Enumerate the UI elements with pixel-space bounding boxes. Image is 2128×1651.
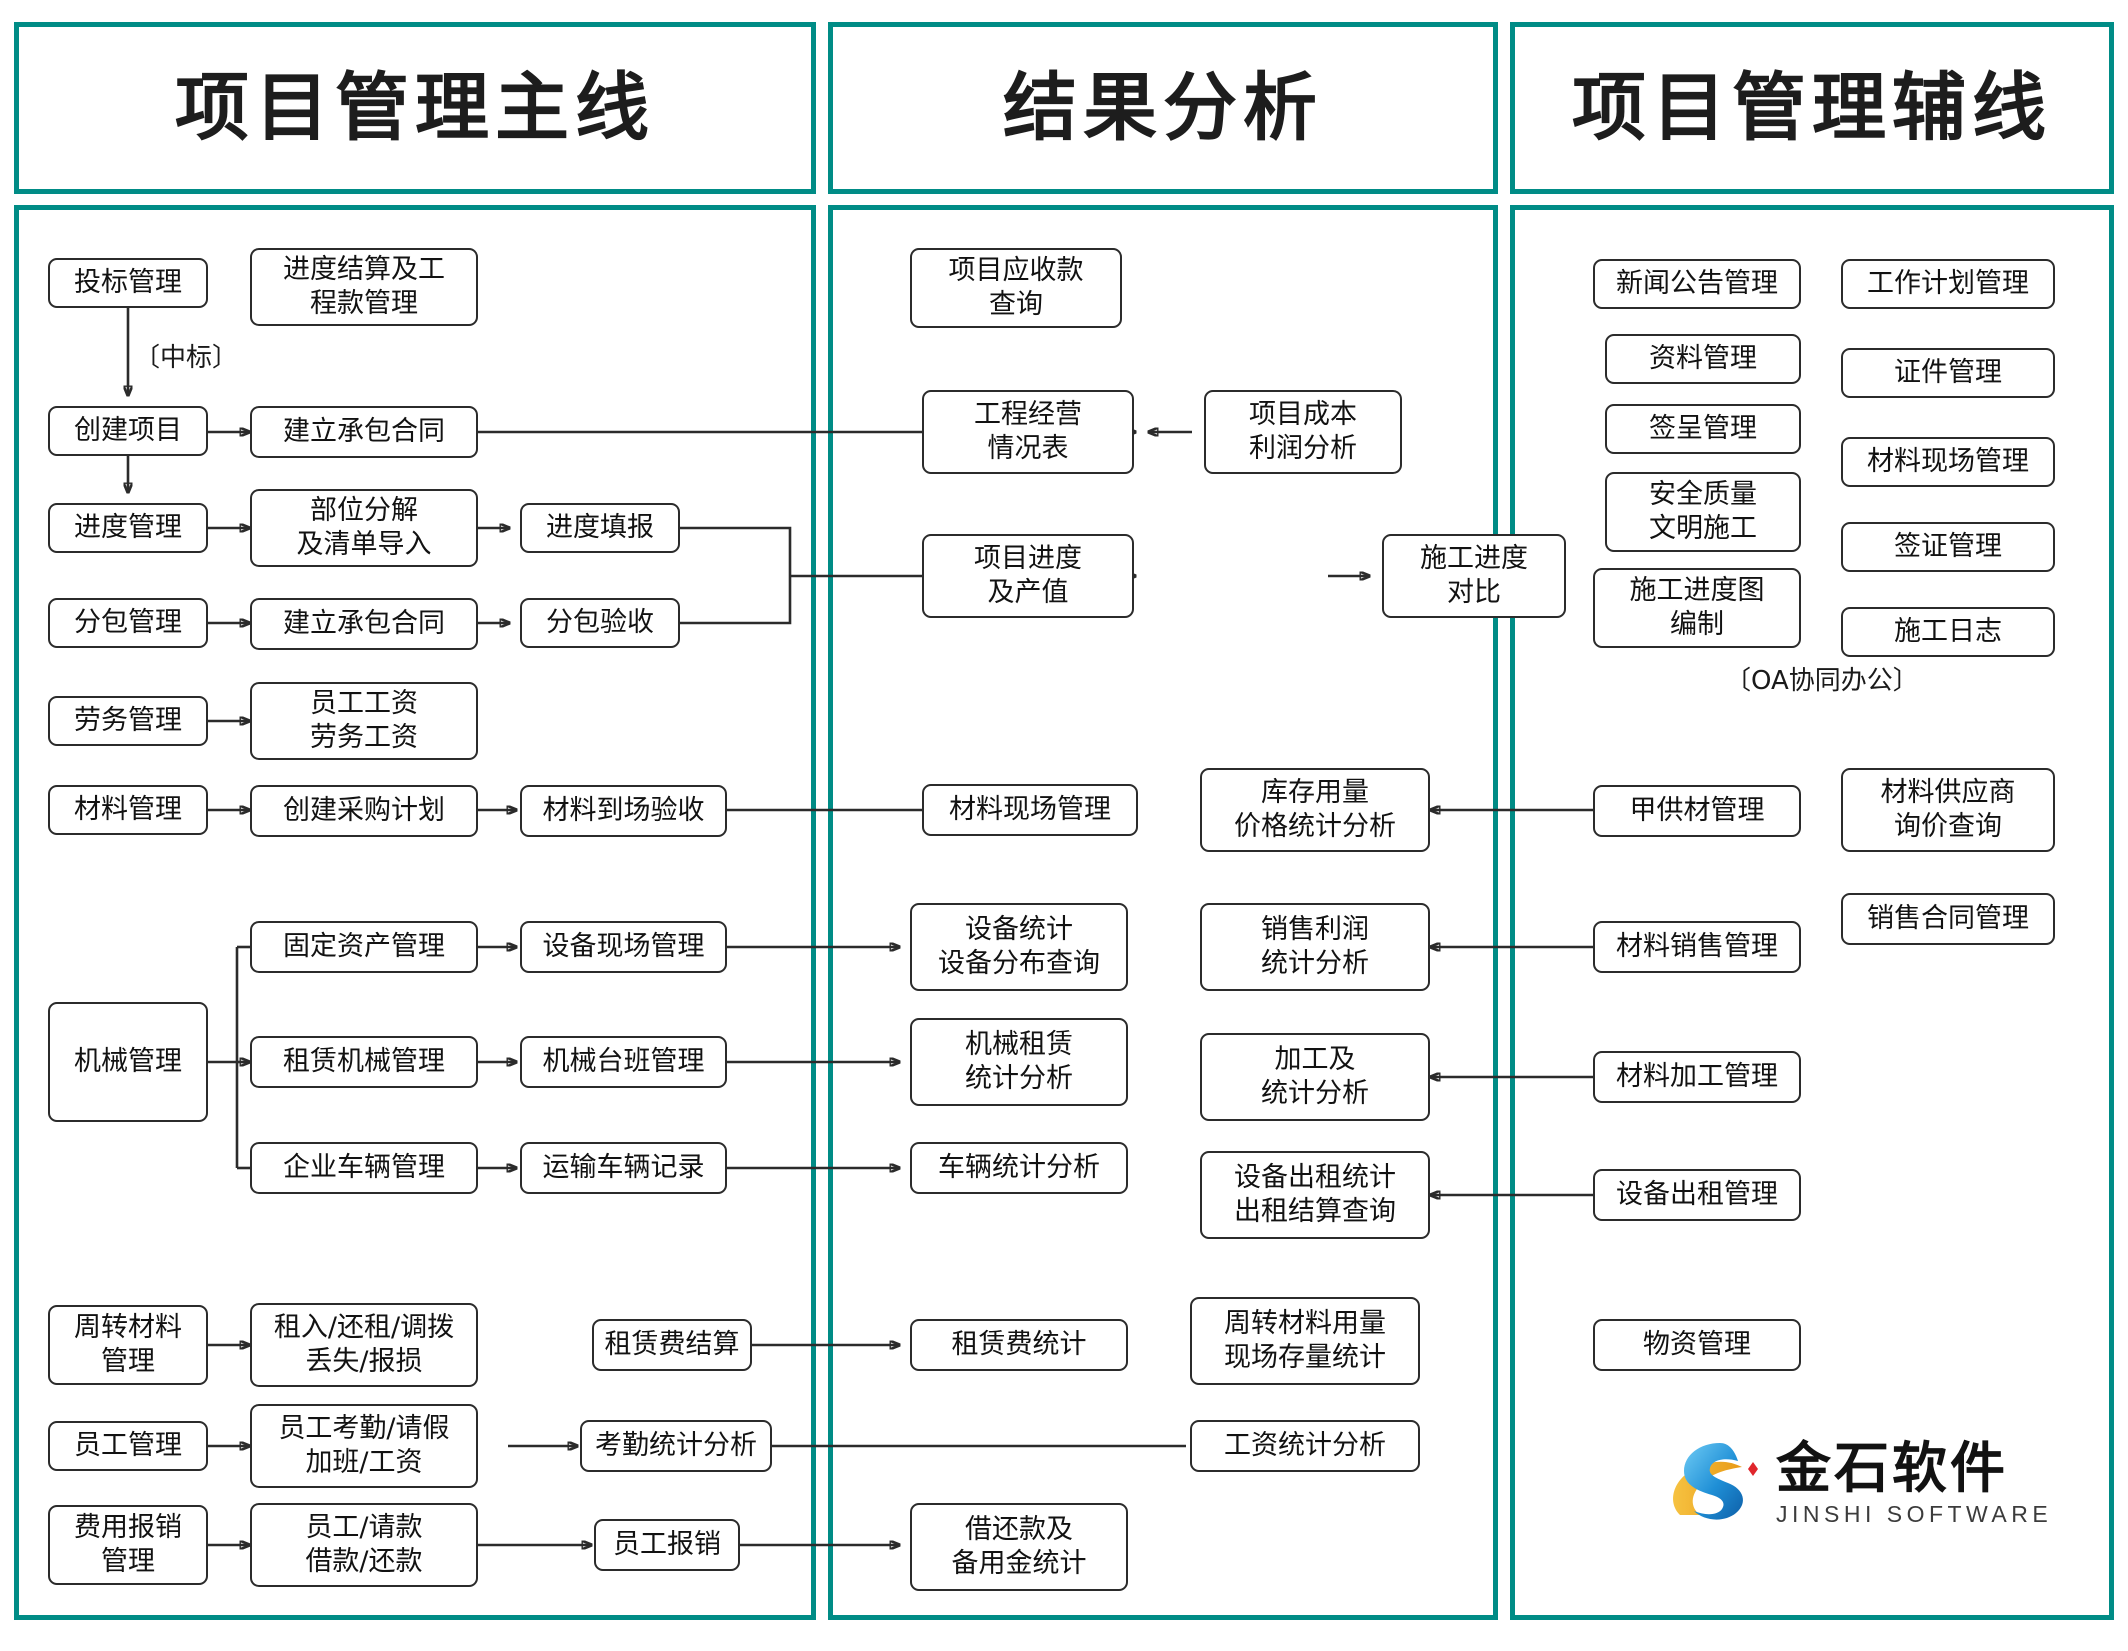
node-gongzi-tongji-fenxi[interactable]: 工资统计分析 [1190, 1420, 1420, 1472]
node-jixie-taiban-guanli[interactable]: 机械台班管理 [520, 1036, 727, 1088]
jinshi-logo-cn: 金石软件 [1776, 1435, 2009, 1500]
node-shebei-chuzu-tongji[interactable]: 设备出租统计 出租结算查询 [1200, 1151, 1430, 1239]
node-jiagongcai-guanli[interactable]: 甲供材管理 [1593, 785, 1801, 837]
node-cailiao-jiagong-guanli[interactable]: 材料加工管理 [1593, 1051, 1801, 1103]
node-wuzi-guanli[interactable]: 物资管理 [1593, 1319, 1801, 1371]
header-main-line: 项目管理主线 [14, 22, 816, 194]
node-laowu-guanli[interactable]: 劳务管理 [48, 696, 208, 746]
node-jindu-tianbao[interactable]: 进度填报 [520, 503, 680, 553]
node-ziliao-guanli[interactable]: 资料管理 [1605, 334, 1801, 384]
header-result-analysis-label: 结果分析 [1003, 65, 1323, 151]
node-jixie-guanli[interactable]: 机械管理 [48, 1002, 208, 1122]
node-zhengjian-guanli[interactable]: 证件管理 [1841, 348, 2055, 398]
node-kucun-yongliang-jiage[interactable]: 库存用量 价格统计分析 [1200, 768, 1430, 852]
node-kaoqin-tongji-fenxi[interactable]: 考勤统计分析 [580, 1420, 772, 1472]
node-xiaoshou-hetong-guanli[interactable]: 销售合同管理 [1841, 893, 2055, 945]
header-aux-line-label: 项目管理辅线 [1572, 65, 2052, 151]
node-yuangong-baoxiao[interactable]: 员工报销 [594, 1519, 740, 1571]
node-feiyong-baoxiao-guanli[interactable]: 费用报销 管理 [48, 1505, 208, 1585]
node-jiehuankuan-beiyongjin[interactable]: 借还款及 备用金统计 [910, 1503, 1128, 1591]
node-jixie-zulin-tongji[interactable]: 机械租赁 统计分析 [910, 1018, 1128, 1106]
node-shigong-jindutu-bianzhi[interactable]: 施工进度图 编制 [1593, 568, 1801, 648]
node-buwei-fenjie[interactable]: 部位分解 及清单导入 [250, 489, 478, 567]
node-gongcheng-jingying-qingkuang[interactable]: 工程经营 情况表 [922, 390, 1134, 474]
node-jindu-jiesuan[interactable]: 进度结算及工 程款管理 [250, 248, 478, 326]
annotation-oa-office: 〔OA协同办公〕 [1725, 666, 1919, 696]
node-yuangong-kaoqin-qingjia[interactable]: 员工考勤/请假 加班/工资 [250, 1404, 478, 1488]
node-fenbao-guanli[interactable]: 分包管理 [48, 598, 208, 648]
jinshi-logo-mark [1660, 1437, 1764, 1529]
node-chuangjian-caigou-jihua[interactable]: 创建采购计划 [250, 785, 478, 837]
node-shigong-jindu-duibi[interactable]: 施工进度 对比 [1382, 534, 1566, 618]
node-zhouzhuan-cailiao-yongliang[interactable]: 周转材料用量 现场存量统计 [1190, 1297, 1420, 1385]
node-gongzuo-jihua-guanli[interactable]: 工作计划管理 [1841, 259, 2055, 309]
node-jianli-chengbao-hetong-1[interactable]: 建立承包合同 [250, 406, 478, 458]
node-zulin-jixie-guanli[interactable]: 租赁机械管理 [250, 1036, 478, 1088]
header-main-line-label: 项目管理主线 [175, 65, 655, 151]
node-cailiao-xiaoshou-guanli[interactable]: 材料销售管理 [1593, 921, 1801, 973]
node-xinwen-gonggao-guanli[interactable]: 新闻公告管理 [1593, 259, 1801, 309]
node-yunshu-cheliang-jilu[interactable]: 运输车辆记录 [520, 1142, 727, 1194]
node-cailiao-gongyingshang-xunjia[interactable]: 材料供应商 询价查询 [1841, 768, 2055, 852]
node-zuru-huanzu-diaobo[interactable]: 租入/还租/调拨 丢失/报损 [250, 1303, 478, 1387]
node-shebei-tongji-fenbu[interactable]: 设备统计 设备分布查询 [910, 903, 1128, 991]
node-shigong-rizhi[interactable]: 施工日志 [1841, 607, 2055, 657]
node-yuangong-qingkuan-jiekuan[interactable]: 员工/请款 借款/还款 [250, 1503, 478, 1587]
node-chuangjian-xiangmu[interactable]: 创建项目 [48, 406, 208, 456]
node-zulinfei-tongji[interactable]: 租赁费统计 [910, 1319, 1128, 1371]
node-zulinfei-jiesuan[interactable]: 租赁费结算 [592, 1319, 752, 1371]
node-xiangmu-yingshoukuan-chaxun[interactable]: 项目应收款 查询 [910, 248, 1122, 328]
node-toubiao-guanli[interactable]: 投标管理 [48, 258, 208, 308]
node-anquan-zhiliang-wenming[interactable]: 安全质量 文明施工 [1605, 472, 1801, 552]
node-cailiao-guanli[interactable]: 材料管理 [48, 785, 208, 835]
node-cheliang-tongji-fenxi[interactable]: 车辆统计分析 [910, 1142, 1128, 1194]
header-result-analysis: 结果分析 [828, 22, 1498, 194]
node-yuangong-gongzi[interactable]: 员工工资 劳务工资 [250, 682, 478, 760]
annotation-win-bid: 〔中标〕 [134, 343, 239, 373]
node-shebei-xianchang-guanli[interactable]: 设备现场管理 [520, 921, 727, 973]
node-qiancheng-guanli[interactable]: 签呈管理 [1605, 404, 1801, 454]
node-xiangmu-jindu-chanzhi[interactable]: 项目进度 及产值 [922, 534, 1134, 618]
jinshi-software-logo: 金石软件 JINSHI SOFTWARE [1660, 1437, 2052, 1529]
node-cailiao-daochang-yanshou[interactable]: 材料到场验收 [520, 785, 727, 837]
node-qianzheng-guanli[interactable]: 签证管理 [1841, 522, 2055, 572]
node-fenbao-yanshou[interactable]: 分包验收 [520, 598, 680, 648]
jinshi-logo-text: 金石软件 JINSHI SOFTWARE [1776, 1435, 2053, 1527]
node-xiaoshou-lirun-tongji[interactable]: 销售利润 统计分析 [1200, 903, 1430, 991]
node-yuangong-guanli[interactable]: 员工管理 [48, 1421, 208, 1471]
node-jiagong-tongji-fenxi[interactable]: 加工及 统计分析 [1200, 1033, 1430, 1121]
node-zhouzhuan-cailiao-guanli[interactable]: 周转材料 管理 [48, 1305, 208, 1385]
node-shebei-chuzu-guanli[interactable]: 设备出租管理 [1593, 1169, 1801, 1221]
node-jindu-guanli[interactable]: 进度管理 [48, 503, 208, 553]
node-analysis-cailiao-xianchang-guanli[interactable]: 材料现场管理 [922, 784, 1138, 836]
jinshi-logo-en: JINSHI SOFTWARE [1776, 1500, 2053, 1527]
node-xiangmu-chengben-lirun[interactable]: 项目成本 利润分析 [1204, 390, 1402, 474]
header-aux-line: 项目管理辅线 [1510, 22, 2114, 194]
node-jianli-chengbao-hetong-2[interactable]: 建立承包合同 [250, 598, 478, 650]
node-guding-zichan-guanli[interactable]: 固定资产管理 [250, 921, 478, 973]
node-qiye-cheliang-guanli[interactable]: 企业车辆管理 [250, 1142, 478, 1194]
node-aux-cailiao-xianchang-guanli[interactable]: 材料现场管理 [1841, 437, 2055, 487]
